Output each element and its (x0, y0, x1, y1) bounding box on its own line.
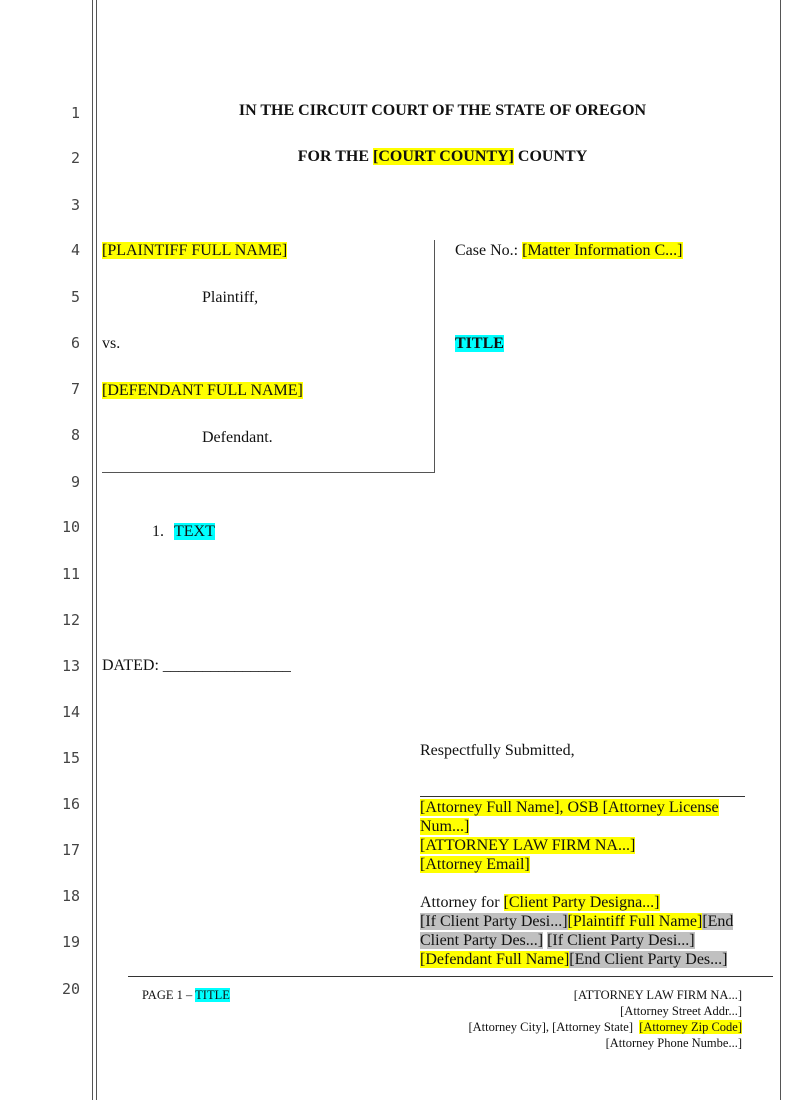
closing-text: Respectfully Submitted, (420, 742, 575, 759)
line-number: 17 (61, 841, 80, 859)
footer-phone[interactable]: [Attorney Phone Numbe...] (605, 1036, 742, 1050)
paragraph-number: 1. (152, 523, 164, 540)
line-number: 8 (70, 426, 80, 444)
footer-firm-block: [ATTORNEY LAW FIRM NA...] [Attorney Stre… (420, 987, 742, 1051)
conditional-end-2: [End Client Party Des...] (569, 951, 728, 968)
caption-box-bottom-rule (102, 472, 435, 473)
line-number: 13 (61, 657, 80, 675)
dated-label: DATED: (102, 657, 163, 674)
county-suffix: COUNTY (513, 148, 588, 165)
line-number: 14 (61, 703, 80, 721)
case-number-field[interactable]: [Matter Information C...] (522, 242, 683, 259)
line-number: 11 (61, 565, 80, 583)
defendant-full-name-field[interactable]: [Defendant Full Name] (420, 951, 570, 968)
case-number-label: Case No.: (455, 242, 523, 259)
attorney-for-block: Attorney for [Client Party Designa...] [… (420, 893, 765, 969)
line-number: 10 (61, 518, 80, 536)
footer-firm-name[interactable]: [ATTORNEY LAW FIRM NA...] (573, 988, 742, 1002)
conditional-start-1: [If Client Party Desi...] (420, 913, 568, 930)
attorney-for-label: Attorney for (420, 894, 504, 911)
plaintiff-name-field[interactable]: [PLAINTIFF FULL NAME] (102, 242, 288, 259)
defendant-label: Defendant. (202, 429, 273, 446)
line-number: 3 (70, 196, 80, 214)
attorney-block: [Attorney Full Name], OSB [Attorney Lice… (420, 798, 750, 874)
conditional-end-1: [End Client Party Des...] (420, 913, 734, 949)
line-number: 7 (70, 380, 80, 398)
osb-label: , OSB (559, 799, 603, 816)
document-title[interactable]: TITLE (455, 335, 504, 352)
margin-rule-left-outer (92, 0, 93, 1100)
line-number: 9 (70, 473, 80, 491)
firm-name-field[interactable]: [ATTORNEY LAW FIRM NA...] (420, 837, 636, 854)
line-number: 5 (70, 288, 80, 306)
footer-street[interactable]: [Attorney Street Addr...] (620, 1004, 742, 1018)
county-heading: FOR THE [COURT COUNTY] COUNTY (0, 147, 800, 166)
line-number: 12 (61, 611, 80, 629)
line-number: 20 (61, 980, 80, 998)
footer-page-label: PAGE 1 – TITLE (142, 988, 230, 1002)
case-number-line: Case No.: [Matter Information C...] (455, 241, 683, 260)
footer-zip-field[interactable]: [Attorney Zip Code] (639, 1020, 742, 1034)
paragraph-text[interactable]: TEXT (174, 523, 215, 540)
line-number: 18 (61, 887, 80, 905)
caption-box-right-rule (434, 240, 435, 473)
signature-line[interactable] (420, 796, 745, 797)
attorney-email-field[interactable]: [Attorney Email] (420, 856, 530, 873)
court-heading: IN THE CIRCUIT COURT OF THE STATE OF ORE… (238, 102, 647, 119)
margin-rule-left-inner (96, 0, 97, 1100)
plaintiff-label: Plaintiff, (202, 289, 259, 306)
county-prefix: FOR THE (297, 148, 373, 165)
conditional-start-2: [If Client Party Desi...] (547, 932, 695, 949)
defendant-name-field[interactable]: [DEFENDANT FULL NAME] (102, 382, 303, 399)
court-county-field[interactable]: [COURT COUNTY] (373, 148, 514, 165)
line-number: 15 (61, 749, 80, 767)
line-number: 4 (70, 241, 80, 259)
vs-label: vs. (102, 335, 121, 352)
line-number: 16 (61, 795, 80, 813)
footer-title[interactable]: TITLE (195, 988, 230, 1002)
dated-blank[interactable]: ________________ (162, 657, 291, 674)
line-number: 2 (70, 149, 80, 167)
margin-rule-right (780, 0, 781, 1100)
client-party-field[interactable]: [Client Party Designa...] (503, 894, 660, 911)
footer-city-state[interactable]: [Attorney City], [Attorney State] (468, 1020, 633, 1034)
footer-rule (128, 976, 773, 977)
line-number: 19 (61, 933, 80, 951)
attorney-name-field[interactable]: [Attorney Full Name] (420, 799, 560, 816)
plaintiff-full-name-field[interactable]: [Plaintiff Full Name] (567, 913, 703, 930)
line-number: 1 (70, 104, 80, 122)
line-number: 6 (70, 334, 80, 352)
dated-line: DATED: ________________ (102, 656, 291, 675)
numbered-paragraph: 1. TEXT (152, 522, 215, 541)
